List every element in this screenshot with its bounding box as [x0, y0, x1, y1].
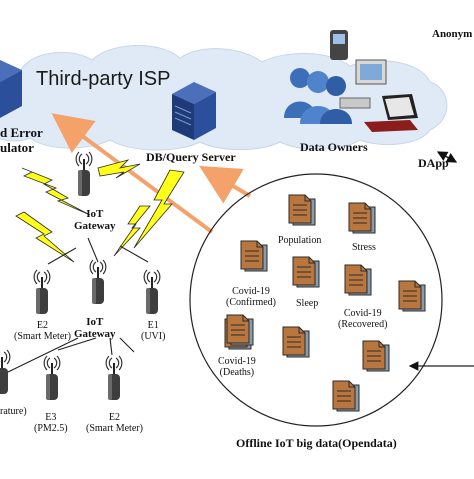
db-query-server-label: DB/Query Server: [146, 150, 236, 164]
iot-gateway-top-line2: Gateway: [74, 220, 116, 232]
data-flow-arrows: [51, 113, 252, 234]
iot-gateway-top-line1: IoT: [86, 208, 104, 220]
dataset-covid-recovered-line2: (Recovered): [338, 319, 388, 330]
sensor-e3-id: E3: [45, 412, 57, 423]
offline-data-title: Offline IoT big data(Opendata): [236, 436, 397, 450]
dataset-stress-label: Stress: [352, 242, 376, 253]
dataset-covid-recovered-icon: [344, 264, 372, 296]
sensor-e3-label: E3 (PM2.5): [34, 412, 68, 434]
sensor-e2-label: E2 (Smart Meter): [14, 320, 71, 342]
offline-data-boundary: [189, 173, 443, 427]
dataset-covid-deaths-icon: [226, 314, 254, 346]
sensor-e3-pm25-icon: [43, 355, 61, 401]
sensor-e1-id: E1: [147, 320, 159, 331]
dataset-misc-3-icon: [362, 340, 390, 372]
dataset-covid-recovered-label: Covid-19 (Recovered): [338, 308, 387, 330]
dataset-sleep-label: Sleep: [296, 298, 319, 309]
dataset-covid-confirmed-label: Covid-19 (Confirmed): [226, 286, 276, 308]
dataset-covid-deaths-line2: (Deaths): [219, 367, 255, 378]
dataset-covid-recovered-line1: Covid-19: [343, 308, 382, 319]
sensor-e2-id: E2: [36, 320, 49, 331]
dapp-connection: [436, 151, 458, 163]
dataset-misc-2-icon: [282, 326, 310, 358]
sensor-e2-desc: (Smart Meter): [14, 331, 71, 342]
dataset-misc-4-icon: [332, 380, 360, 412]
data-owners-icon: [284, 30, 418, 132]
error-handler-label-1: d Error: [0, 125, 43, 140]
sensor-e1-desc: (UVI): [141, 331, 166, 342]
sensor-temperature-label: rature): [0, 406, 27, 417]
db-query-server-icon: [171, 81, 217, 141]
anonymizer-label: Anonym: [432, 28, 473, 40]
iot-gateway-top-label: IoT Gateway: [74, 208, 116, 232]
sensor-e2b-desc: (Smart Meter): [86, 423, 143, 434]
dataset-covid-deaths-line1: Covid-19: [218, 356, 256, 367]
network-links: [7, 237, 149, 373]
sensor-e3-desc: (PM2.5): [34, 423, 68, 434]
dataset-misc-icon: [240, 240, 268, 272]
wireless-links: [15, 159, 185, 263]
sensor-e2b-id: E2: [108, 412, 121, 423]
dataset-covid-confirmed-line2: (Confirmed): [226, 297, 276, 308]
dataset-sleep-icon: [292, 256, 320, 288]
sensor-e1-label: E1 (UVI): [141, 320, 165, 342]
error-handler-label-2: ulator: [0, 140, 34, 155]
dataset-population-label: Population: [278, 235, 322, 246]
iot-gateway-bottom-label: IoT Gateway: [74, 316, 116, 340]
dataset-covid-confirmed-line1: Covid-19: [232, 286, 270, 297]
iot-gateway-bottom-icon: [89, 259, 107, 305]
dataset-population-icon: [288, 194, 316, 226]
sensor-e2b-label: E2 (Smart Meter): [86, 412, 143, 434]
isp-title: Third-party ISP: [36, 68, 171, 90]
sensor-e2-smart-meter-icon: [33, 269, 51, 315]
iot-gateway-top-icon: [75, 151, 93, 197]
dataset-stress-icon: [348, 202, 376, 234]
iot-gateway-bottom-line1: IoT: [86, 316, 104, 328]
sensor-e2-smart-meter-2-icon: [105, 355, 123, 401]
sensor-e1-uvi-icon: [143, 269, 161, 315]
iot-gateway-bottom-line2: Gateway: [74, 328, 116, 340]
dataset-covid-deaths-label: Covid-19 (Deaths): [218, 356, 256, 378]
dapp-label: DApp: [418, 156, 449, 170]
dataset-extra-icon: [398, 280, 426, 312]
data-owners-label: Data Owners: [300, 140, 368, 154]
